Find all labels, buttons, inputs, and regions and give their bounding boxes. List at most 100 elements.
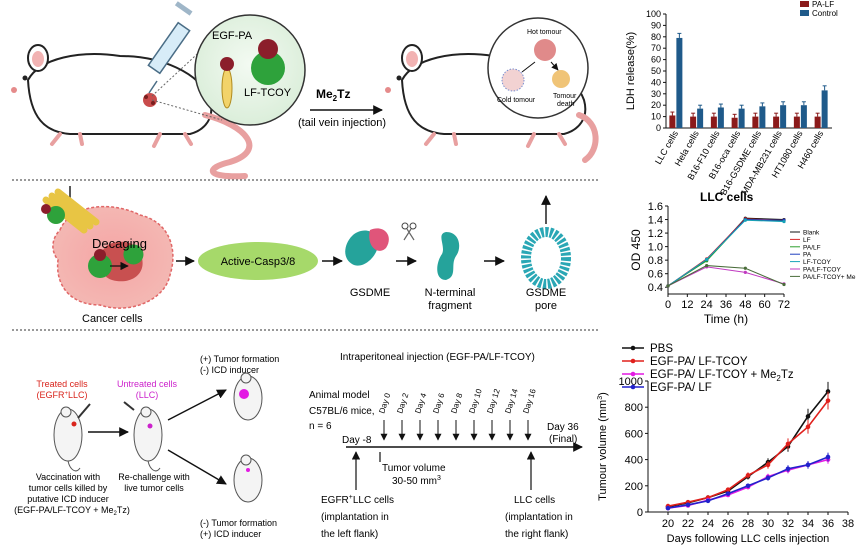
lf-tcoy-label: LF-TCOY <box>244 87 292 99</box>
llc-cells-1: LLC cells <box>514 495 555 506</box>
timeline-day-label: Day 2 <box>395 391 410 414</box>
od-y-tick-label: 1.2 <box>648 228 663 240</box>
od-y-tick-label: 1.0 <box>648 242 663 254</box>
treated-cells-label-2: (EGFR+LLC) <box>36 390 87 400</box>
od-data-point <box>705 257 709 262</box>
ldh-bar <box>669 115 676 128</box>
ldh-y-tick-label: 80 <box>651 32 661 42</box>
tv-legend-marker <box>630 358 636 364</box>
od-legend-label: PA/LF <box>803 244 821 251</box>
lf-tcoy-molecule-icon <box>251 39 285 85</box>
od-x-axis-label: Time (h) <box>704 312 748 326</box>
tv-y-tick-label: 400 <box>625 455 643 467</box>
scissors-icon <box>401 222 417 241</box>
od-x-tick-label: 48 <box>739 299 751 311</box>
od-data-point <box>782 219 786 224</box>
ldh-legend-swatch <box>800 10 809 16</box>
od-legend-label: PA/LF-TCOY <box>803 267 841 274</box>
tv-x-tick-label: 30 <box>762 518 774 530</box>
rechallenge-text-2: live tumor cells <box>124 483 184 493</box>
od-legend-label: PA <box>803 252 812 259</box>
tv-y-tick-label: 600 <box>625 428 643 440</box>
ldh-bar <box>738 108 745 128</box>
panel-a: EGF-PA LF-TCOY Me2Tz (tail vein injectio… <box>11 1 599 180</box>
start-day-label: Day -8 <box>342 435 372 446</box>
n-terminal-label-1: N-terminal <box>425 287 476 299</box>
od-data-point <box>666 284 670 288</box>
tv-data-point <box>745 483 751 489</box>
ldh-y-tick-label: 40 <box>651 77 661 87</box>
egf-pa-molecule-icon <box>220 57 234 109</box>
gsdme-protein-icon <box>345 228 389 266</box>
receptor-icon <box>41 188 100 234</box>
rechallenge-mouse-icon <box>123 401 163 472</box>
tv-series-line <box>667 456 829 509</box>
untreated-cells-label-2: (LLC) <box>136 390 159 400</box>
outcome-negative-2: (+) ICD inducer <box>200 529 261 539</box>
od-series-line <box>667 219 785 287</box>
tv-x-tick-label: 28 <box>742 518 754 530</box>
od-series-line <box>667 219 785 287</box>
ldh-bar <box>731 117 738 128</box>
tv-x-tick-label: 38 <box>842 518 854 530</box>
cold-tumour-label: Cold tomour <box>497 97 536 104</box>
tv-x-tick-label: 20 <box>662 518 674 530</box>
od-x-tick-label: 24 <box>701 299 713 311</box>
od-y-axis-label: OD 450 <box>629 229 643 271</box>
active-casp-label: Active-Casp3/8 <box>221 256 296 268</box>
tv-data-point <box>765 475 771 481</box>
ldh-bar <box>717 107 724 128</box>
tv-y-axis-label: Tumour volume (mm3) <box>597 392 609 501</box>
od-x-tick-label: 12 <box>681 299 693 311</box>
untreated-cells-label-1: Untreated cells <box>117 379 178 389</box>
tv-data-point <box>745 473 751 478</box>
tv-legend-label: EGF-PA/ LF-TCOY <box>650 356 748 368</box>
ldh-y-tick-label: 20 <box>651 100 661 110</box>
tv-legend-label: PBS <box>650 343 673 355</box>
tumour-death-label-1: Tomour <box>553 93 577 100</box>
outcome-positive-2: (-) ICD inducer <box>200 365 259 375</box>
tv-x-tick-label: 24 <box>702 518 714 530</box>
tv-data-point <box>785 441 791 447</box>
n-terminal-label-2: fragment <box>428 300 471 312</box>
ldh-legend-label: Control <box>812 9 838 18</box>
outcome-negative-1: (-) Tumor formation <box>200 518 277 528</box>
timeline-day-label: Day 10 <box>467 387 484 414</box>
ldh-bar <box>690 116 697 128</box>
timeline-day-label: Day 6 <box>431 391 446 414</box>
ldh-y-tick-label: 0 <box>656 123 661 133</box>
tv-y-tick-label: 1000 <box>619 376 643 388</box>
animal-model-2: C57BL/6 mice, <box>309 406 375 417</box>
od-y-tick-label: 0.8 <box>648 255 663 267</box>
ldh-bar <box>773 116 780 128</box>
ldh-bar <box>814 116 821 128</box>
od-data-point <box>743 218 747 222</box>
ldh-y-tick-label: 100 <box>646 9 661 19</box>
outcome-positive-1: (+) Tumor formation <box>200 354 279 364</box>
tv-x-tick-label: 32 <box>782 518 794 530</box>
tv-data-point <box>725 491 731 496</box>
od-series-line <box>667 265 785 287</box>
egf-pa-label: EGF-PA <box>212 30 253 42</box>
ldh-legend-label: PA-LF <box>812 0 834 9</box>
hot-tumour-label: Hot tomour <box>527 29 562 36</box>
od-data-point <box>705 263 709 268</box>
od-legend-label: Blank <box>803 230 820 237</box>
od-data-point <box>743 266 747 270</box>
ldh-bar <box>821 90 828 128</box>
animal-model-1: Animal model <box>309 390 370 401</box>
tv-x-tick-label: 22 <box>682 518 694 530</box>
tv-data-point <box>805 424 811 430</box>
animal-model-3: n = 6 <box>309 421 332 432</box>
od-y-tick-label: 1.4 <box>648 215 663 227</box>
llc-cells-3: the right flank) <box>505 529 568 540</box>
tv-legend-label: EGF-PA/ LF-TCOY + Me2Tz <box>650 369 794 383</box>
od-y-tick-label: 0.6 <box>648 269 663 281</box>
timeline-day-label: Day 8 <box>449 391 464 414</box>
tv-data-point <box>665 505 671 511</box>
ldh-y-tick-label: 70 <box>651 43 661 53</box>
od-series-line <box>667 217 785 287</box>
od-x-tick-label: 36 <box>720 299 732 311</box>
treated-cells-label-1: Treated cells <box>36 379 88 389</box>
